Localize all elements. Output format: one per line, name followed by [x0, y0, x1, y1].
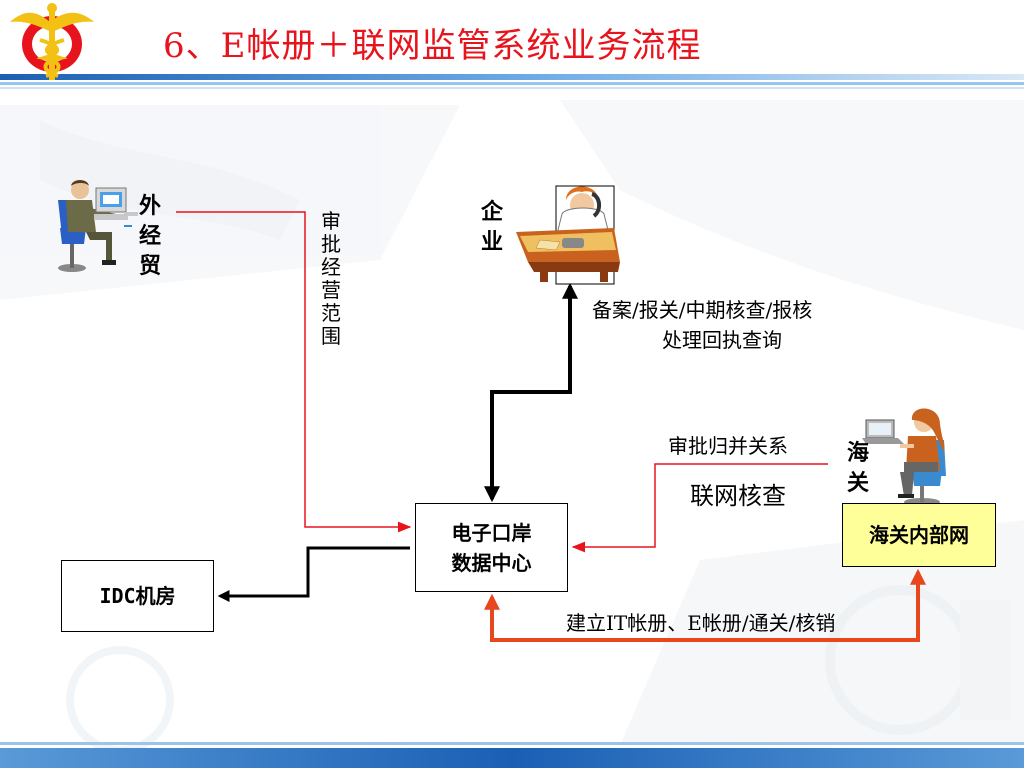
node-foreign-trade: 外 经 贸 [138, 191, 162, 281]
edge-label-enterprise-ops-1: 备案/报关/中期核查/报核 [592, 298, 813, 322]
node-enterprise: 企 业 [480, 197, 504, 257]
edge-approve-scope [176, 211, 412, 533]
edge-idc-data-center [217, 546, 410, 602]
edge-data-center-enterprise [484, 282, 578, 503]
node-foreign-trade-char-3: 贸 [138, 253, 161, 279]
node-foreign-trade-char-1: 外 [138, 193, 161, 219]
edge-label-approve-scope-char-4: 营 [321, 278, 341, 302]
node-data-center-line-2: 数据中心 [451, 550, 532, 575]
edge-label-enterprise-ops-2: 处理回执查询 [662, 328, 782, 352]
node-customs-char-2: 关 [846, 470, 869, 496]
node-enterprise-char-1: 企 [480, 199, 503, 225]
edge-label-approve-scope-char-1: 审 [321, 209, 341, 233]
customs-caduceus-logo-icon [10, 3, 94, 80]
node-data-center: 电子口岸 数据中心 [415, 503, 568, 592]
edge-label-approve-scope: 审 批 经 营 范 围 [319, 210, 343, 348]
node-customs-char-1: 海 [846, 440, 869, 466]
node-customs: 海 关 [846, 438, 870, 498]
footer-band [0, 742, 1024, 768]
woman-on-phone-at-desk-icon [516, 186, 620, 282]
node-data-center-line-1: 电子口岸 [451, 520, 532, 545]
page-title: 6、E帐册＋联网监管系统业务流程 [163, 26, 702, 66]
edge-customs-data-center [571, 463, 828, 553]
node-idc: IDC机房 [61, 560, 214, 632]
edge-label-network-check: 联网核查 [690, 482, 786, 510]
edge-label-approve-scope-char-6: 围 [321, 324, 341, 348]
connectors [176, 211, 926, 642]
edge-label-approve-scope-char-3: 经 [321, 255, 341, 279]
edge-label-approve-scope-char-2: 批 [321, 232, 341, 256]
edge-label-approve-merge: 审批归并关系 [668, 434, 788, 458]
edge-label-approve-scope-char-5: 范 [321, 301, 341, 325]
header-stripe [0, 74, 1024, 89]
edge-establish-books [484, 568, 926, 642]
woman-at-laptop-icon [862, 408, 946, 506]
node-idc-label: IDC机房 [99, 584, 176, 608]
node-foreign-trade-char-2: 经 [138, 223, 161, 249]
edge-label-establish-books: 建立IT帐册、E帐册/通关/核销 [566, 611, 836, 635]
node-customs-intranet-label: 海关内部网 [869, 523, 969, 547]
node-enterprise-char-2: 业 [480, 229, 503, 255]
man-at-computer-icon [58, 180, 138, 272]
node-customs-intranet: 海关内部网 [842, 503, 996, 567]
